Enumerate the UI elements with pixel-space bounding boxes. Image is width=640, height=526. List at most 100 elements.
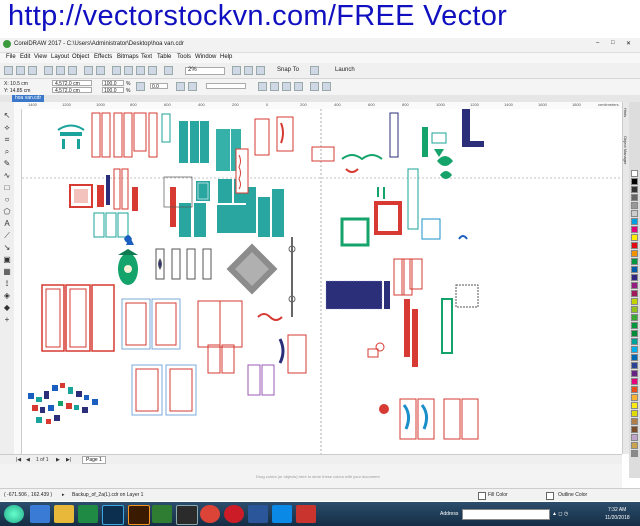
palette-swatch[interactable] [631, 266, 638, 273]
rectangle-tool-icon[interactable]: □ [4, 183, 10, 192]
taskbar-explorer-icon[interactable] [54, 505, 74, 523]
menu-file[interactable]: File [6, 54, 16, 60]
scroll-knot[interactable] [288, 245, 296, 253]
close-button[interactable]: ✕ [626, 41, 632, 47]
taskbar-coreldraw-icon[interactable] [152, 505, 172, 523]
new-document-icon[interactable] [4, 66, 13, 75]
door-panels-group[interactable] [91, 112, 171, 158]
rotation-field[interactable] [150, 83, 168, 89]
save-icon[interactable] [28, 66, 37, 75]
palette-swatch[interactable] [631, 210, 638, 217]
palette-swatch[interactable] [631, 394, 638, 401]
cut-icon[interactable] [44, 66, 53, 75]
scale-x-field[interactable] [102, 80, 124, 86]
palette-swatch[interactable] [631, 410, 638, 417]
y-position[interactable]: Y: 14.85 cm [4, 88, 31, 94]
palette-swatch[interactable] [631, 202, 638, 209]
break-apart-icon[interactable] [270, 82, 279, 91]
drop-shadow-icon[interactable]: ▣ [3, 255, 11, 264]
vase-ornaments[interactable] [155, 248, 212, 280]
palette-swatch[interactable] [631, 442, 638, 449]
smart-fill-icon[interactable]: ◆ [3, 303, 11, 312]
taskbar-zalo-icon[interactable] [272, 505, 292, 523]
palette-swatch[interactable] [631, 338, 638, 345]
palette-swatch[interactable] [631, 434, 638, 441]
transparency-icon[interactable]: ▦ [3, 267, 11, 276]
fill-color-swatch[interactable] [478, 492, 486, 500]
mirror-horizontal-icon[interactable] [176, 82, 185, 91]
shape-tool-icon[interactable]: ⟡ [4, 123, 10, 132]
menu-view[interactable]: View [34, 54, 47, 60]
combine-icon[interactable] [258, 82, 267, 91]
clock-time[interactable]: 7:32 AM [608, 507, 627, 513]
document-palette[interactable]: Drag colors (or objects) here to store t… [0, 464, 622, 488]
color-palette[interactable] [629, 102, 640, 478]
palette-swatch[interactable] [631, 370, 638, 377]
ellipse-tool-icon[interactable]: ○ [4, 195, 10, 204]
polygon-tool-icon[interactable]: ⬠ [3, 207, 11, 216]
minimize-button[interactable]: – [596, 40, 600, 46]
text-tool-icon[interactable]: A [4, 219, 10, 228]
tall-teal-panel[interactable] [407, 168, 419, 230]
prev-page-icon[interactable]: ◀ [26, 457, 30, 463]
menu-window[interactable]: Window [195, 54, 217, 60]
red-carved-panels[interactable] [69, 168, 176, 227]
palette-swatch[interactable] [631, 354, 638, 361]
palette-swatch[interactable] [631, 402, 638, 409]
freehand-tool-icon[interactable]: ✎ [3, 159, 11, 168]
diamond-lattice[interactable] [226, 243, 278, 295]
palette-swatch[interactable] [631, 330, 638, 337]
maximize-button[interactable]: □ [611, 40, 615, 46]
hints-docker-tab[interactable]: Hints [623, 108, 628, 118]
green-stems[interactable] [377, 187, 385, 199]
palette-swatch[interactable] [631, 282, 638, 289]
width-field[interactable] [52, 80, 92, 86]
full-screen-icon[interactable] [164, 66, 173, 75]
menu-effects[interactable]: Effects [94, 54, 113, 60]
parallel-dimension-icon[interactable]: ⟋ [4, 231, 10, 240]
menu-help[interactable]: Help [220, 54, 233, 60]
blue-curl[interactable] [458, 235, 468, 240]
palette-swatch[interactable] [631, 346, 638, 353]
taskbar-media-icon[interactable] [78, 505, 98, 523]
drawing-canvas[interactable] [22, 109, 622, 454]
publish-pdf-icon[interactable] [148, 66, 157, 75]
taskbar-opera-icon[interactable] [224, 505, 244, 523]
taskbar-illustrator-icon[interactable] [128, 505, 150, 525]
green-wreath[interactable] [340, 201, 402, 247]
pick-tool-icon[interactable]: ↖ [3, 111, 11, 120]
zoom-tool-icon[interactable]: ⌕ [4, 147, 10, 156]
blue-ornaments[interactable] [93, 212, 134, 245]
vertical-ruler[interactable] [14, 109, 22, 454]
menu-object[interactable]: Object [72, 54, 90, 60]
outline-color-swatch[interactable] [546, 492, 554, 500]
garland-ornament[interactable] [341, 154, 383, 173]
blue-lattice-block[interactable] [325, 280, 390, 310]
show-grid-icon[interactable] [244, 66, 253, 75]
menu-edit[interactable]: Edit [20, 54, 31, 60]
group-icon[interactable] [282, 82, 291, 91]
palette-swatch[interactable] [631, 298, 638, 305]
document-tab[interactable]: hoa van.cdr [12, 95, 45, 102]
ungroup-icon[interactable] [294, 82, 303, 91]
menu-table[interactable]: Table [157, 54, 172, 60]
red-column-ornaments[interactable] [393, 258, 453, 367]
maze-pattern[interactable] [455, 284, 479, 308]
palette-swatch[interactable] [631, 314, 638, 321]
teal-lattice-panels[interactable] [179, 121, 284, 237]
page-tab[interactable]: Page 1 [82, 456, 106, 464]
snap-to-dropdown[interactable]: Snap To [277, 67, 299, 73]
zoom-level-field[interactable] [185, 67, 225, 75]
taskbar-word-icon[interactable] [248, 505, 268, 523]
connector-tool-icon[interactable]: ↘ [3, 243, 11, 252]
next-page-icon[interactable]: ▶ [56, 457, 60, 463]
last-page-icon[interactable]: ▶| [66, 457, 72, 463]
export-icon[interactable] [136, 66, 145, 75]
palette-swatch[interactable] [631, 362, 638, 369]
palette-swatch[interactable] [631, 418, 638, 425]
search-icon[interactable] [112, 66, 121, 75]
palette-swatch[interactable] [631, 426, 638, 433]
artistic-media-icon[interactable]: ∿ [3, 171, 11, 180]
palette-swatch[interactable] [631, 218, 638, 225]
dolphin-panels[interactable] [399, 398, 479, 440]
